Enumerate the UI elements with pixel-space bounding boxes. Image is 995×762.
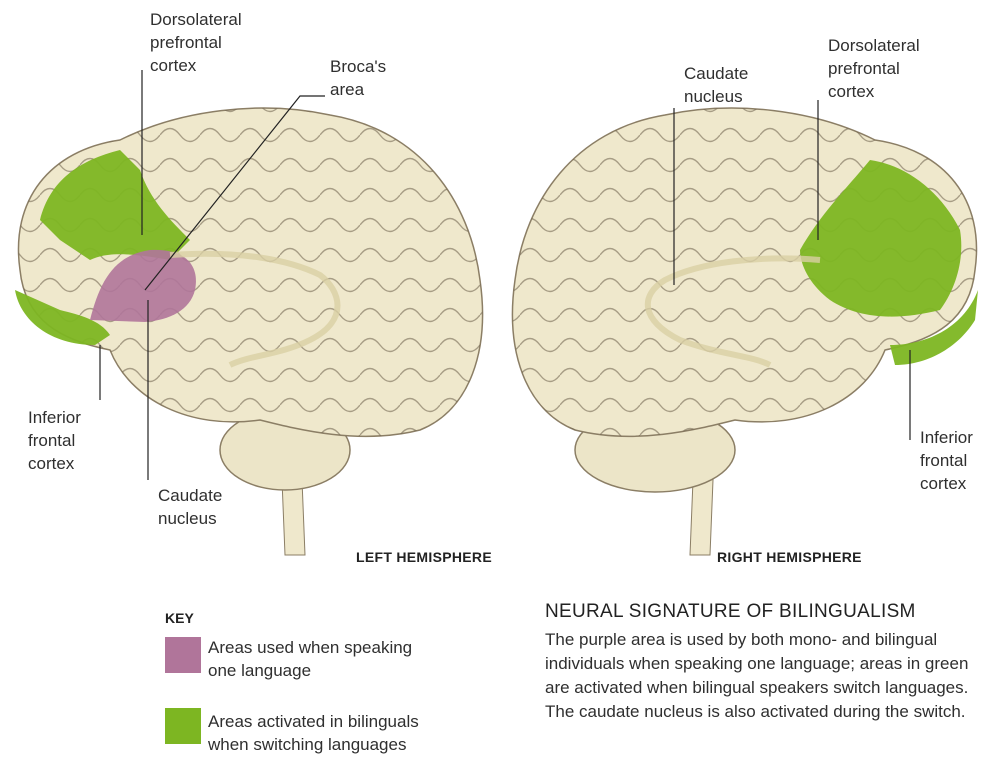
signature-title: NEURAL SIGNATURE OF BILINGUALISM: [545, 601, 916, 623]
label-left-caudate: Caudate nucleus: [158, 484, 222, 530]
right-brain: [513, 100, 979, 555]
key-swatch-purple: [165, 637, 201, 673]
key-label-purple: Areas used when speaking one language: [208, 636, 412, 682]
key-swatch-green: [165, 708, 201, 744]
key-title: KEY: [165, 610, 194, 626]
label-left-broca: Broca's area: [330, 55, 386, 101]
label-left-dlpfc: Dorsolateral prefrontal cortex: [150, 8, 242, 77]
left-hemisphere-title: LEFT HEMISPHERE: [356, 549, 492, 565]
key-label-green: Areas activated in bilinguals when switc…: [208, 710, 419, 756]
right-hemisphere-title: RIGHT HEMISPHERE: [717, 549, 862, 565]
label-left-ifc: Inferior frontal cortex: [28, 406, 81, 475]
signature-body: The purple area is used by both mono- an…: [545, 628, 975, 724]
label-right-dlpfc: Dorsolateral prefrontal cortex: [828, 34, 920, 103]
label-right-ifc: Inferior frontal cortex: [920, 426, 973, 495]
left-brain: [15, 70, 483, 555]
label-right-caudate: Caudate nucleus: [684, 62, 748, 108]
